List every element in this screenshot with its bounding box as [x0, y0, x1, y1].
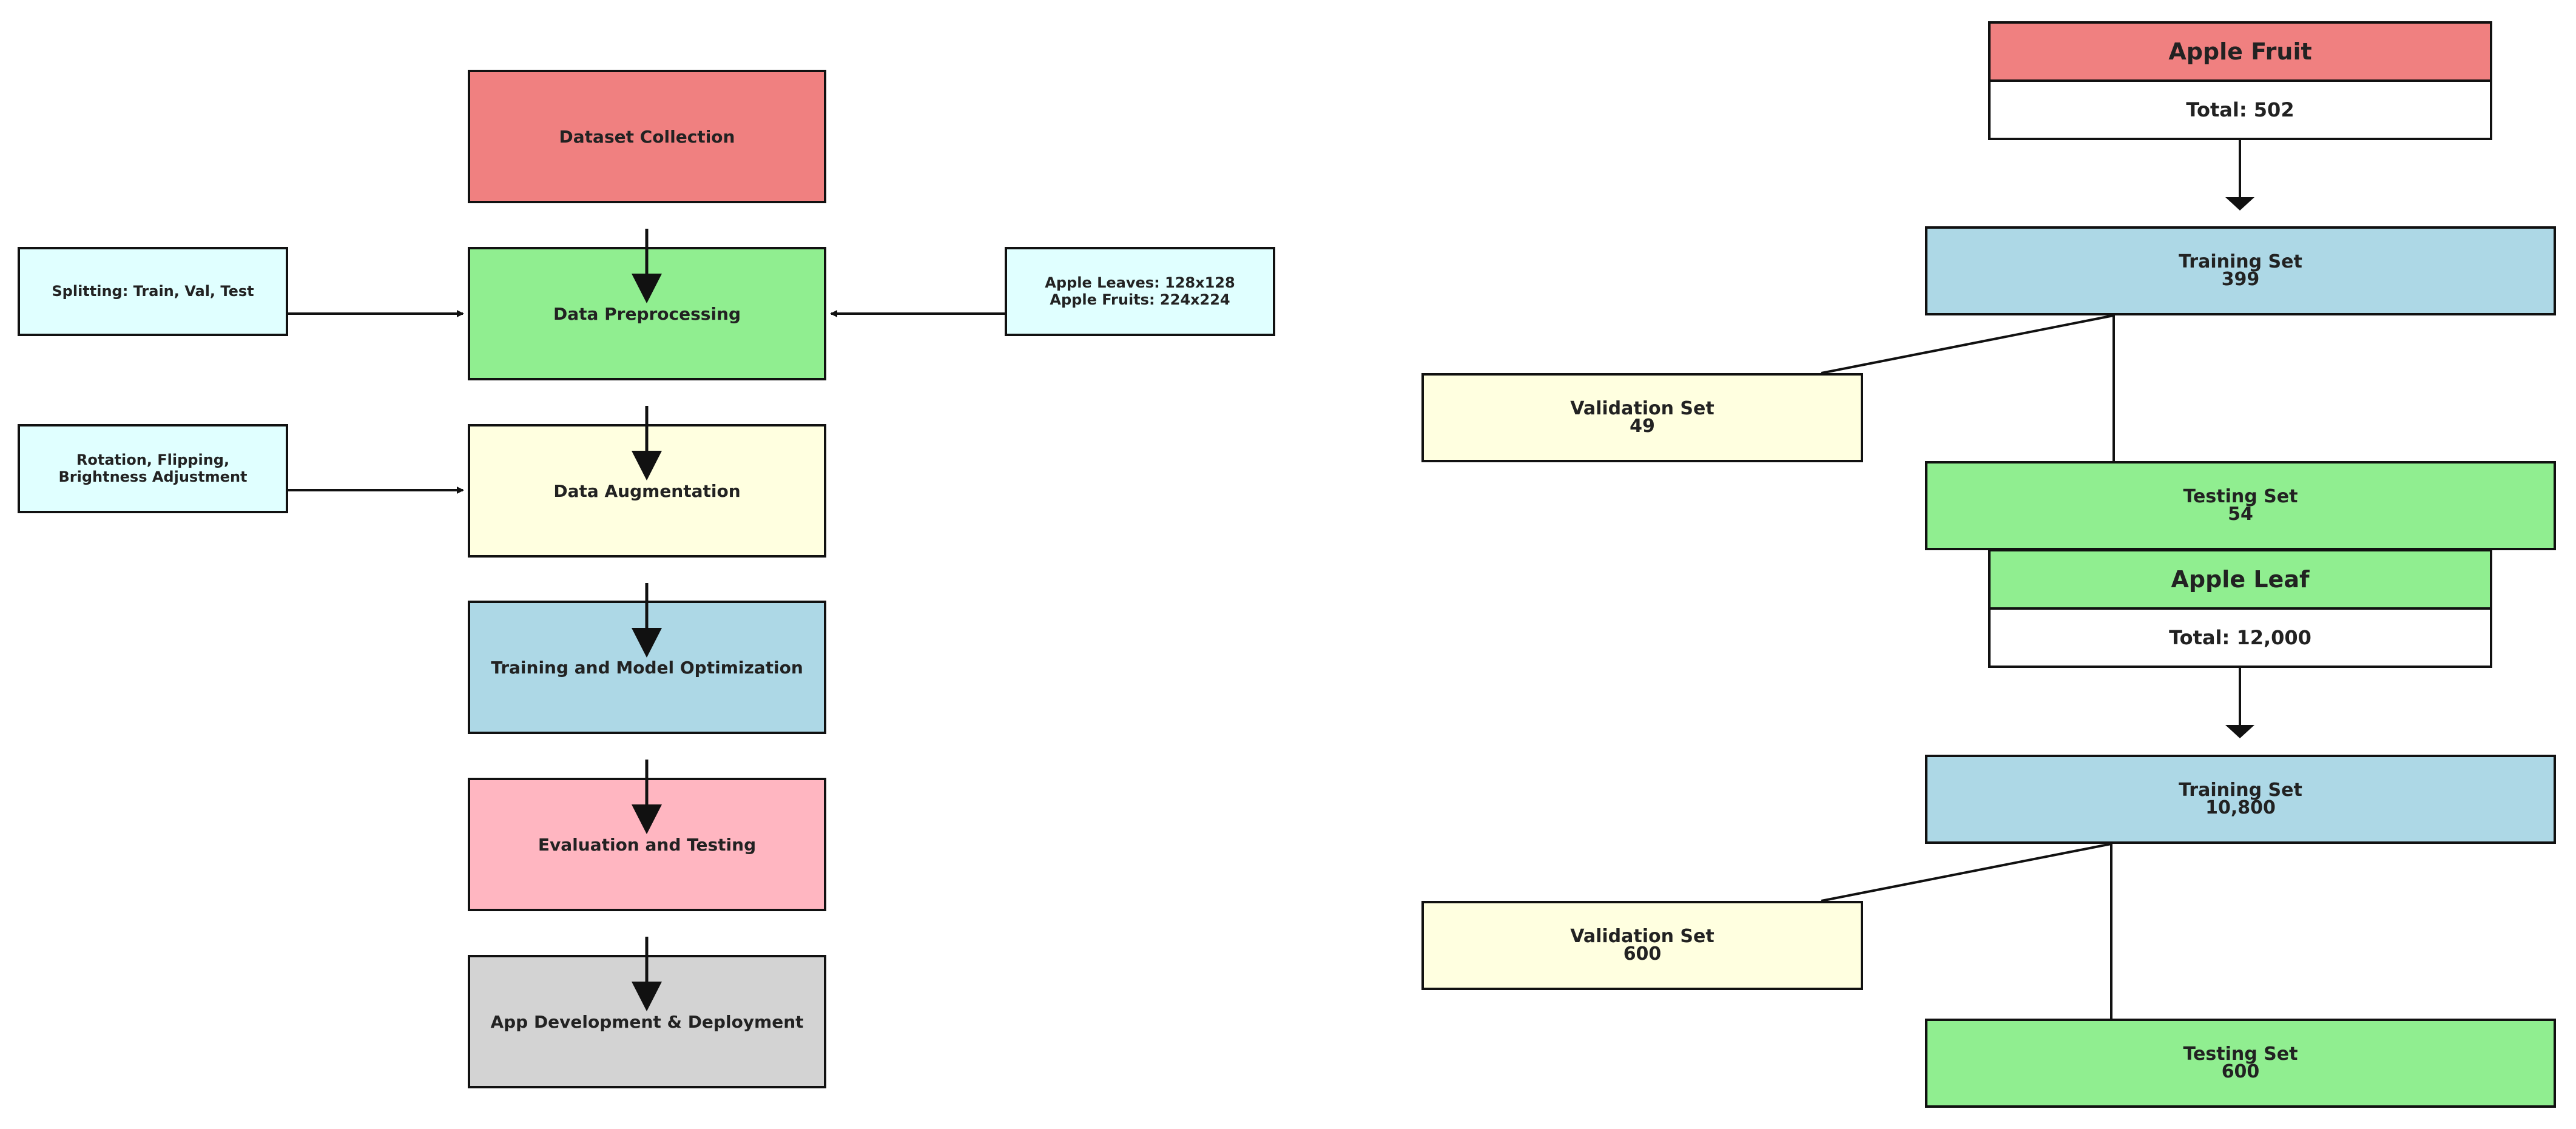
fruit-training-to-validation-line	[1821, 314, 2114, 374]
leaf-testing-set-box: Testing Set 600	[1925, 1019, 2556, 1108]
app-deployment-label: App Development & Deployment	[490, 1011, 804, 1032]
fruit-testing-value: 54	[2228, 503, 2253, 525]
augmentation-note-text: Rotation, Flipping, Brightness Adjustmen…	[58, 451, 248, 485]
data-preprocessing-box: Data Preprocessing	[468, 247, 826, 380]
evaluation-testing-box: Evaluation and Testing	[468, 778, 826, 911]
leaf-testing-label: Testing Set	[2183, 1043, 2298, 1065]
training-optimization-label: Training and Model Optimization	[491, 657, 803, 678]
apple-fruit-total: Total: 502	[2186, 98, 2294, 121]
apple-leaf-header: Apple Leaf	[1988, 549, 2492, 610]
splitting-note-label: Splitting: Train, Val, Test	[52, 282, 254, 300]
fruit-size-label: Apple Fruits: 224x224	[1050, 291, 1230, 308]
leaf-validation-label: Validation Set	[1570, 926, 1715, 947]
training-optimization-box: Training and Model Optimization	[468, 601, 826, 734]
data-augmentation-box: Data Augmentation	[468, 424, 826, 558]
apple-fruit-title: Apple Fruit	[2168, 38, 2312, 65]
fruit-training-value: 399	[2221, 268, 2260, 290]
fruit-testing-set-box: Testing Set 54	[1925, 461, 2556, 550]
leaf-validation-value: 600	[1623, 943, 1662, 965]
apple-leaf-total: Total: 12,000	[2169, 626, 2311, 649]
leaf-training-set-box: Training Set 10,800	[1925, 755, 2556, 844]
leaf-training-value: 10,800	[2205, 797, 2276, 818]
fruit-testing-label: Testing Set	[2183, 486, 2298, 507]
leaf-training-to-validation-line	[1821, 843, 2112, 902]
data-augmentation-label: Data Augmentation	[553, 480, 741, 501]
apple-leaf-title: Apple Leaf	[2171, 566, 2310, 593]
fruit-validation-value: 49	[1630, 415, 1655, 437]
leaf-size-label: Apple Leaves: 128x128	[1045, 274, 1235, 291]
apple-fruit-header: Apple Fruit	[1988, 21, 2492, 82]
leaf-validation-set-box: Validation Set 600	[1421, 901, 1863, 990]
image-size-note-text: Apple Leaves: 128x128 Apple Fruits: 224x…	[1045, 274, 1235, 308]
leaf-total-to-training-arrow-head	[2225, 725, 2254, 738]
fruit-total-to-training-arrow-head	[2225, 197, 2254, 211]
data-preprocessing-label: Data Preprocessing	[553, 303, 741, 324]
splitting-note-box: Splitting: Train, Val, Test	[18, 247, 288, 336]
leaf-training-label: Training Set	[2179, 780, 2302, 801]
app-deployment-box: App Development & Deployment	[468, 955, 826, 1088]
fruit-validation-label: Validation Set	[1570, 398, 1715, 419]
apple-fruit-total-box: Total: 502	[1988, 79, 2492, 140]
fruit-validation-set-box: Validation Set 49	[1421, 373, 1863, 462]
dataset-collection-box: Dataset Collection	[468, 70, 826, 203]
augmentation-note-line2: Brightness Adjustment	[58, 468, 248, 485]
dataset-collection-label: Dataset Collection	[559, 126, 735, 147]
leaf-testing-value: 600	[2221, 1060, 2260, 1082]
augmentation-note-line1: Rotation, Flipping,	[76, 451, 230, 468]
fruit-training-label: Training Set	[2179, 251, 2302, 272]
apple-leaf-total-box: Total: 12,000	[1988, 607, 2492, 668]
evaluation-testing-label: Evaluation and Testing	[538, 834, 757, 855]
augmentation-note-box: Rotation, Flipping, Brightness Adjustmen…	[18, 424, 288, 513]
fruit-training-set-box: Training Set 399	[1925, 226, 2556, 315]
image-size-note-box: Apple Leaves: 128x128 Apple Fruits: 224x…	[1005, 247, 1275, 336]
